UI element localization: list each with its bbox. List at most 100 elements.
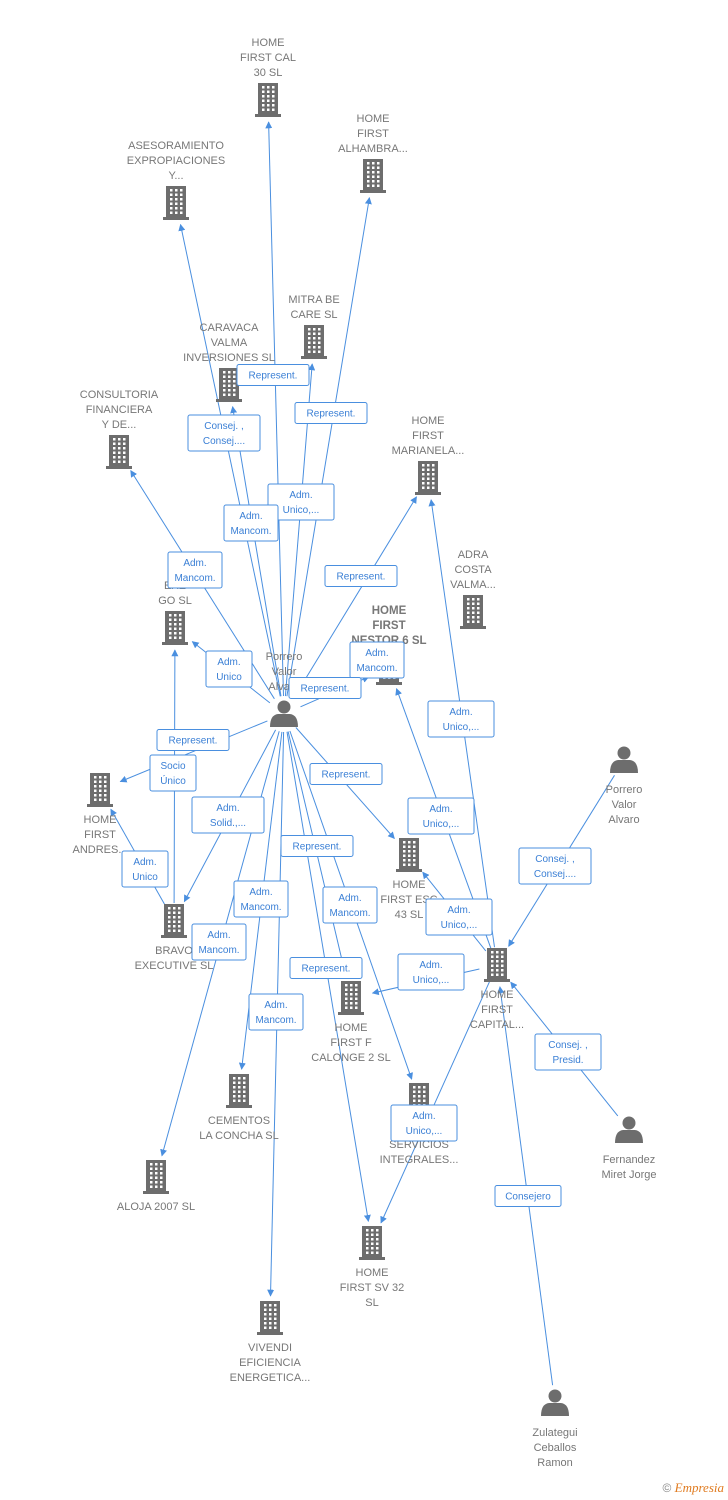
relation-text: Consej. , <box>204 421 243 432</box>
node-label: HOME <box>335 1022 368 1034</box>
node-label: ADRA <box>458 549 489 561</box>
building-icon <box>161 904 187 938</box>
company-node-n3[interactable]: HOMEFIRSTALHAMBRA... <box>338 113 408 193</box>
relation-text: Adm. <box>419 960 442 971</box>
relation-label: Adm.Mancom. <box>349 641 405 679</box>
company-node-n2[interactable]: ASESORAMIENTO EXPROPIACIONES Y... <box>127 140 225 220</box>
node-label: HOME <box>84 814 117 826</box>
relation-text: Adm. <box>207 930 230 941</box>
company-node-n8[interactable]: ADRACOSTAVALMA... <box>450 549 496 629</box>
node-label: HOME <box>357 113 390 125</box>
relation-text: Adm. <box>447 905 470 916</box>
node-label: FIRST <box>481 1004 513 1016</box>
node-label: Miret Jorge <box>601 1169 656 1181</box>
node-label: Y DE... <box>102 419 137 431</box>
relation-label: Consej. ,Consej.... <box>518 847 592 885</box>
relation-text: Adm. <box>133 857 156 868</box>
relation-text: Unico,... <box>441 920 478 931</box>
node-label: HOME <box>252 37 285 49</box>
relations-layer: Represent. Represent. Consej. ,Consej.... A… <box>121 364 602 1207</box>
node-label: 30 SL <box>254 67 283 79</box>
relation-label: Adm. Unico,... <box>427 700 495 738</box>
relation-label: Adm. Unico,... <box>425 898 493 936</box>
company-node-n16[interactable]: HOMEFIRSTCAPITAL... <box>470 948 524 1031</box>
node-label: CAPITAL... <box>470 1019 524 1031</box>
relation-text: Único <box>160 774 186 787</box>
relation-label: Represent. <box>288 677 362 699</box>
relation-text: Adm. <box>365 648 388 659</box>
node-label: HOME <box>372 605 407 617</box>
node-label: FINANCIERA <box>86 404 153 416</box>
relation-text: Unico,... <box>443 722 480 733</box>
relation-text: Adm. <box>289 490 312 501</box>
node-label: BRAVO <box>155 945 193 957</box>
relation-text: Unico <box>132 872 158 883</box>
relation-text: Adm. <box>239 511 262 522</box>
node-label: LA CONCHA SL <box>199 1130 278 1142</box>
node-label: HOME <box>412 415 445 427</box>
node-label: FIRST F <box>330 1037 372 1049</box>
edge-n11-n5 <box>230 406 282 697</box>
company-node-n7[interactable]: HOMEFIRSTMARIANELA... <box>392 415 465 495</box>
node-label: Fernandez <box>603 1154 656 1166</box>
relation-text: Mancom. <box>198 945 239 956</box>
node-label: ALHAMBRA... <box>338 143 408 155</box>
person-icon <box>610 746 638 773</box>
building-icon <box>338 981 364 1015</box>
building-icon <box>301 325 327 359</box>
node-label: EXECUTIVE SL <box>135 960 214 972</box>
node-label: EXPROPIACIONES <box>127 155 225 167</box>
relation-text: Represent. <box>322 770 371 781</box>
relation-text: Adm. <box>449 707 472 718</box>
relation-label: Represent. <box>294 402 368 424</box>
relation-text: Represent. <box>293 842 342 853</box>
relation-text: Socio <box>160 761 185 772</box>
company-node-n21[interactable]: ALOJA 2007 SL <box>117 1160 195 1213</box>
company-node-n17[interactable]: HOME FIRST F CALONGE 2 SL <box>311 981 391 1064</box>
relation-text: Unico,... <box>423 819 460 830</box>
building-icon <box>484 948 510 982</box>
node-label: Zulategui <box>532 1427 577 1439</box>
relation-label: Adm.Mancom. <box>233 880 289 918</box>
relation-text: Mancom. <box>255 1015 296 1026</box>
company-node-n13[interactable]: HOMEFIRSTANDRES... <box>72 773 128 856</box>
company-node-n23[interactable]: VIVENDIEFICIENCIAENERGETICA... <box>230 1301 311 1384</box>
building-icon <box>106 435 132 469</box>
relation-label: Consejero <box>494 1185 562 1207</box>
relation-text: Adm. <box>217 657 240 668</box>
relation-label: Adm.Mancom. <box>248 993 304 1031</box>
node-label: Porrero <box>266 651 303 663</box>
relation-label: Represent. <box>280 835 354 857</box>
relation-text: Solid.,... <box>210 818 246 829</box>
node-label: VALMA... <box>450 579 496 591</box>
relation-text: Mancom. <box>230 526 271 537</box>
building-icon <box>163 186 189 220</box>
relation-label: Adm. Mancom. <box>191 923 247 961</box>
node-label: Ceballos <box>534 1442 577 1454</box>
brand-logo[interactable]: Empresia <box>674 1480 724 1495</box>
relation-label: Adm.Mancom. <box>167 551 223 589</box>
relation-text: Adm. <box>412 1111 435 1122</box>
node-label: Y... <box>168 170 183 182</box>
company-node-n15[interactable]: BRAVO EXECUTIVE SL <box>135 904 214 972</box>
relation-text: Represent. <box>337 572 386 583</box>
node-label: ASESORAMIENTO <box>128 140 224 152</box>
relation-label: Represent. <box>236 364 310 386</box>
relation-label: Adm. Mancom. <box>223 504 279 542</box>
node-label: CALONGE 2 SL <box>311 1052 390 1064</box>
node-label: FIRST <box>412 430 444 442</box>
relation-text: Represent. <box>301 684 350 695</box>
copyright-icon: © <box>662 1481 672 1495</box>
node-label: ENERGETICA... <box>230 1372 311 1384</box>
relation-label: Represent. <box>309 763 383 785</box>
